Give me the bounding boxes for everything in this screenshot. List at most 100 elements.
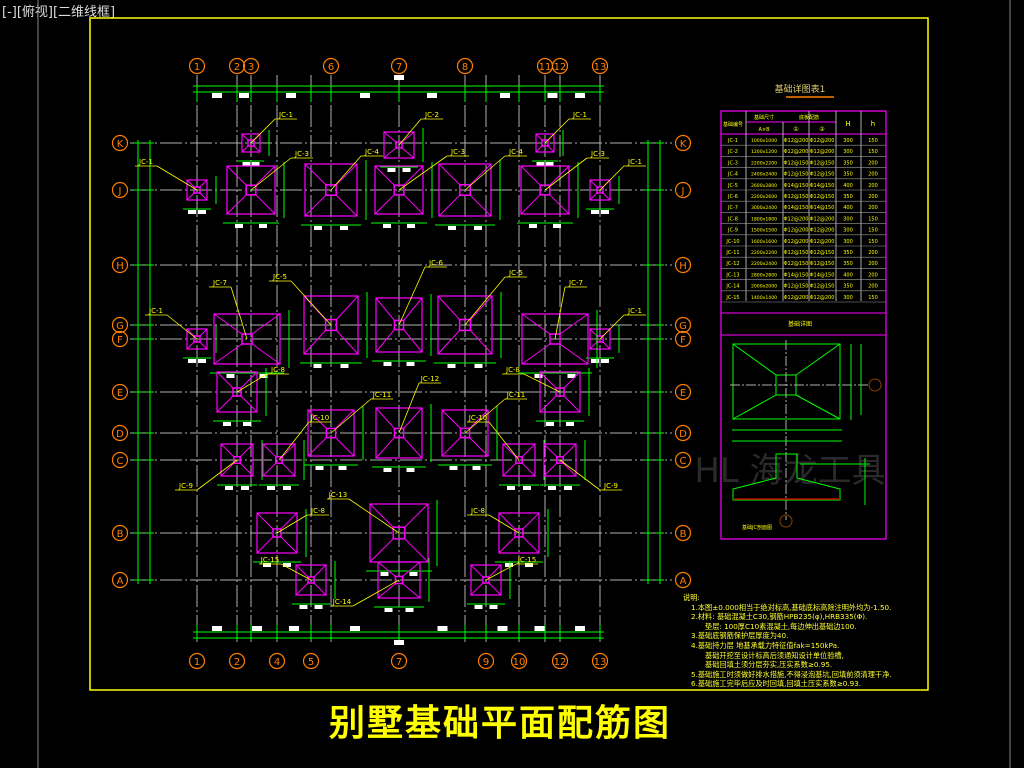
axis-label: D (679, 429, 687, 440)
footing-outline (213, 313, 281, 365)
table-header: ① (793, 126, 798, 133)
table-header: 基础编号 (723, 121, 743, 128)
table-cell: 2400x2400 (751, 172, 777, 178)
column-outline (394, 575, 404, 585)
footing-slope-line (256, 536, 274, 554)
axis-label: 3 (248, 62, 254, 73)
footing-slope-line (547, 145, 555, 153)
table-cell: 1800x1800 (751, 216, 777, 222)
footing-slope-line (240, 371, 258, 389)
footing-slope-line (521, 462, 536, 477)
footing-outline (375, 407, 423, 459)
table-cell: 300 (843, 138, 853, 144)
footing-outline (303, 295, 359, 355)
footing-slope-line (262, 462, 277, 477)
axis-bubble-icon (111, 524, 129, 542)
footing-slope-line (199, 328, 208, 337)
note-line: 基础回填土须分层夯实,压实系数≥0.95. (705, 660, 833, 670)
column-outline (245, 184, 257, 196)
leader-line (280, 563, 312, 581)
column-outline (556, 456, 564, 464)
dimension-text (449, 466, 458, 470)
footing-slope-line (313, 564, 327, 578)
footing-slope-line (375, 407, 395, 429)
axis-label: 6 (328, 62, 334, 73)
table-cell: Φ12@200 (784, 228, 809, 234)
table-border (720, 110, 887, 540)
axis-bubble-icon (674, 451, 692, 469)
dimension-text (338, 466, 347, 470)
footing-slope-line (401, 131, 415, 143)
dimension-text (489, 605, 498, 609)
viewport-label[interactable]: [-][俯视][二维线框] (2, 5, 116, 20)
dimension-text (383, 362, 392, 366)
table-cell: Φ12@150 (810, 172, 835, 178)
footing-jc-15 (467, 561, 538, 609)
footing-slope-line (437, 330, 460, 355)
axis-label: K (117, 139, 124, 150)
dimension-text (226, 374, 235, 378)
table-cell: 200 (868, 172, 878, 178)
axis-bubble-icon (390, 652, 408, 670)
axis-bubble-icon (674, 383, 692, 401)
table-cell: 2800x2800 (751, 272, 777, 278)
detail-section (732, 453, 841, 501)
axis-bubble-icon (111, 181, 129, 199)
table-cell: Φ12@200 (784, 216, 809, 222)
axis-label: 9 (483, 657, 489, 668)
table-cell: 350 (843, 194, 853, 200)
footing-label: JC-4 (508, 148, 523, 156)
dimension-text (340, 226, 348, 230)
footing-label: JC-4 (364, 148, 379, 156)
axis-bubble-icon (674, 316, 692, 334)
footing-slope-line (559, 313, 589, 335)
footing-label: JC-1 (572, 111, 587, 119)
leader-line (236, 373, 268, 393)
axis-label: A (680, 576, 687, 587)
footing-jc-8 (502, 368, 590, 426)
dimension-text (267, 486, 275, 490)
footing-slope-line (521, 443, 536, 458)
dimension-text (474, 364, 483, 368)
footing-jc-12 (372, 382, 441, 472)
axis-bubble-icon (111, 383, 129, 401)
axis-bubble-icon (591, 652, 609, 670)
footing-slope-line (213, 313, 243, 335)
table-cell: JC-15 (725, 295, 739, 301)
detail-slope-line (732, 394, 777, 420)
footing-slope-line (403, 329, 423, 353)
footing-slope-line (502, 443, 517, 458)
footing-slope-line (469, 163, 492, 186)
footing-slope-line (336, 295, 359, 320)
column-outline (555, 387, 565, 397)
column-outline (459, 427, 471, 439)
column-outline (241, 333, 253, 345)
footing-jc-8 (467, 509, 549, 567)
axis-label: B (680, 529, 687, 540)
axis-bubble-icon (674, 134, 692, 152)
footing-outline (589, 328, 611, 350)
table-cell: 300 (843, 228, 853, 234)
axis-bubble-icon (591, 57, 609, 75)
footing-slope-line (402, 583, 421, 599)
footing-label: JC-8 (470, 507, 485, 515)
footing-label: JC-1 (278, 111, 293, 119)
footing-jc-5 (269, 280, 368, 368)
table-cell: 350 (843, 172, 853, 178)
dimension-text (243, 422, 251, 426)
footing-label: JC-10 (468, 414, 487, 422)
footing-slope-line (488, 582, 502, 596)
axis-label: 11 (539, 62, 552, 73)
footing-slope-line (280, 512, 298, 530)
footing-outline (304, 163, 358, 217)
table-cell: 200 (868, 284, 878, 290)
footing-outline (375, 297, 423, 353)
leader-line (230, 286, 248, 340)
dimension-text (299, 605, 308, 609)
leader-line (599, 165, 625, 191)
footing-outline (502, 443, 536, 477)
footing-outline (539, 371, 581, 413)
axis-label: 12 (554, 62, 567, 73)
footing-label: JC-3 (294, 150, 309, 158)
